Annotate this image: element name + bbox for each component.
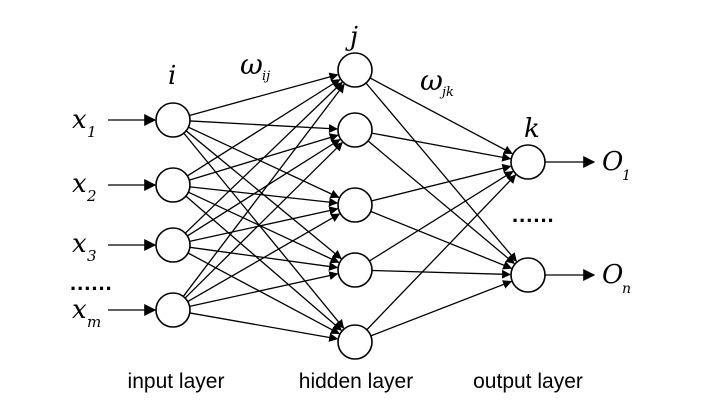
edge-input4-hidden1 bbox=[182, 83, 345, 297]
connection-edges bbox=[182, 72, 517, 342]
input-node-2 bbox=[155, 167, 191, 203]
input-label-x1: x 1 bbox=[72, 105, 97, 141]
edge-hidden4-output2 bbox=[371, 269, 511, 279]
edge-hidden2-output2 bbox=[367, 140, 515, 265]
edge-input1-hidden1 bbox=[189, 72, 339, 117]
input-node-4 bbox=[155, 292, 191, 328]
input-x1-sub: 1 bbox=[87, 123, 97, 141]
edge-input2-hidden4 bbox=[188, 191, 340, 264]
hidden-node-2 bbox=[337, 112, 373, 148]
edge-hidden4-output1 bbox=[369, 170, 514, 262]
edge-hidden3-output1 bbox=[371, 163, 512, 202]
output-o1-sub: 1 bbox=[622, 168, 631, 184]
io-arrows bbox=[108, 114, 596, 316]
edge-input3-hidden1 bbox=[184, 81, 343, 234]
edge-input4-hidden2 bbox=[184, 142, 343, 299]
edge-input1-hidden5 bbox=[183, 132, 345, 329]
weight-jk-symbol: ω bbox=[420, 64, 443, 97]
input-x3-base: x bbox=[72, 229, 87, 259]
weight-ij-symbol: ω bbox=[240, 48, 263, 81]
input-xm-base: x bbox=[72, 295, 87, 325]
output-index-label: k bbox=[524, 114, 540, 144]
edge-input2-hidden3 bbox=[189, 186, 339, 207]
edge-hidden1-output2 bbox=[365, 82, 517, 262]
output-node-2 bbox=[510, 257, 546, 293]
hidden-layer-caption: hidden layer bbox=[299, 370, 413, 393]
weight-jk-subscript: jk bbox=[439, 85, 454, 100]
output-label-o1: O 1 bbox=[602, 147, 631, 184]
edge-input4-hidden5 bbox=[189, 312, 339, 342]
input-label-xm: x m bbox=[72, 295, 101, 331]
edge-input4-hidden4 bbox=[189, 271, 339, 307]
weight-ij-label: ω ij bbox=[240, 48, 270, 84]
edge-input3-hidden3 bbox=[189, 206, 339, 242]
edge-input3-hidden2 bbox=[187, 139, 341, 237]
input-label-x3: x 3 bbox=[72, 229, 97, 265]
input-x2-sub: 2 bbox=[86, 187, 97, 205]
edge-hidden1-output1 bbox=[369, 77, 513, 155]
edge-input1-hidden3 bbox=[188, 126, 340, 199]
output-on-base: O bbox=[602, 260, 623, 290]
output-o1-base: O bbox=[602, 147, 623, 177]
weight-ij-subscript: ij bbox=[262, 69, 270, 84]
hidden-node-1 bbox=[337, 52, 373, 88]
edge-input3-hidden5 bbox=[187, 252, 340, 335]
input-index-label: i bbox=[168, 61, 176, 91]
input-x2-base: x bbox=[72, 169, 87, 199]
input-x3-sub: 3 bbox=[87, 247, 97, 265]
edge-hidden2-output1 bbox=[371, 132, 512, 162]
edge-hidden3-output2 bbox=[370, 210, 513, 270]
edge-input2-hidden1 bbox=[187, 79, 341, 177]
hidden-node-5 bbox=[337, 324, 373, 360]
neuron-nodes bbox=[155, 52, 546, 360]
input-xm-sub: m bbox=[87, 313, 101, 331]
edge-input2-hidden5 bbox=[185, 195, 343, 331]
input-x1-base: x bbox=[72, 105, 87, 135]
input-layer-caption: input layer bbox=[128, 370, 225, 393]
hidden-node-4 bbox=[337, 252, 373, 288]
input-node-3 bbox=[155, 227, 191, 263]
hidden-node-3 bbox=[337, 187, 373, 223]
edge-input4-hidden3 bbox=[187, 213, 341, 303]
output-on-sub: n bbox=[622, 281, 631, 297]
edge-input1-hidden2 bbox=[189, 120, 338, 134]
output-label-on: O n bbox=[602, 260, 631, 297]
hidden-index-label: j bbox=[345, 22, 358, 52]
input-ellipsis: ...... bbox=[70, 270, 113, 295]
input-node-1 bbox=[155, 102, 191, 138]
output-layer-caption: output layer bbox=[473, 370, 583, 393]
edge-hidden5-output1 bbox=[366, 174, 517, 331]
output-ellipsis: ...... bbox=[512, 202, 555, 227]
weight-jk-label: ω jk bbox=[420, 64, 454, 100]
input-label-x2: x 2 bbox=[72, 169, 97, 205]
edge-hidden5-output2 bbox=[370, 280, 513, 337]
output-node-1 bbox=[510, 144, 546, 180]
